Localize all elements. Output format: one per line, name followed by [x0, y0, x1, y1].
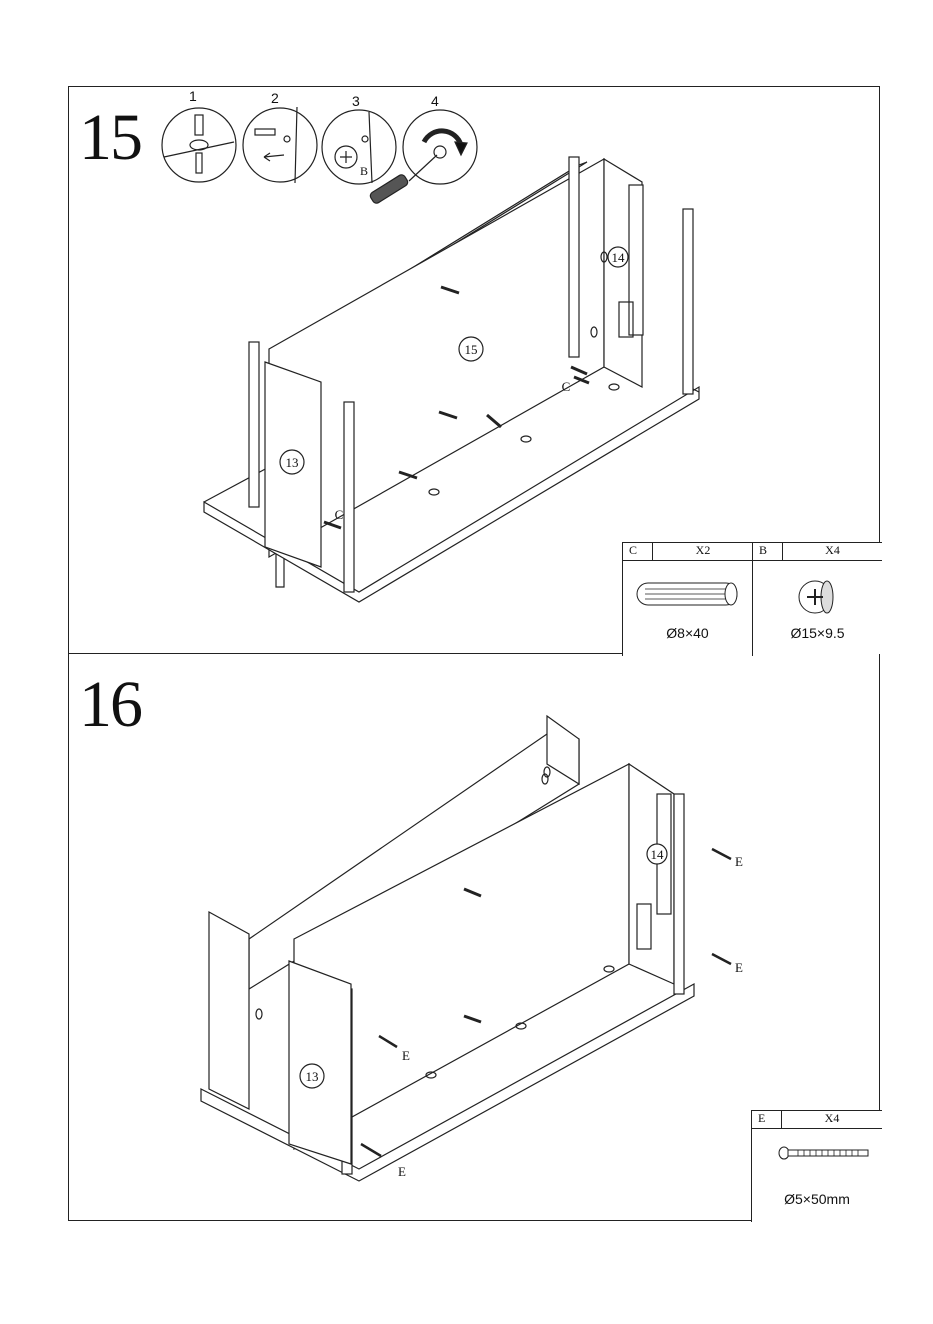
- callout-letter: E: [402, 1048, 410, 1063]
- part-size: Ø5×50mm: [752, 1191, 882, 1207]
- part-size: Ø8×40: [623, 625, 752, 641]
- callout-letter: E: [398, 1164, 406, 1179]
- parts-table: E X4 Ø5×50mm: [751, 1110, 882, 1222]
- callout-letter: C: [562, 379, 571, 394]
- substep-1-circle: [162, 108, 236, 182]
- step-16-panel: 16: [68, 654, 880, 1221]
- substep-4-circle: [403, 110, 477, 184]
- part-cell-e: E X4 Ø5×50mm: [752, 1111, 882, 1222]
- part-cell-b: B X4 Ø15×9.5: [753, 543, 882, 656]
- substep-letter: B: [360, 164, 368, 178]
- part-label: 13: [306, 1069, 319, 1084]
- part-label: 14: [612, 250, 626, 265]
- parts-table: C X2 Ø8×40 B X4 Ø15×9.5: [622, 542, 882, 656]
- wood-dowel-icon: [623, 565, 753, 625]
- callout-letter: E: [735, 960, 743, 975]
- part-cell-c: C X2 Ø8×40: [623, 543, 753, 656]
- part-label: 15: [465, 342, 478, 357]
- step-15-panel: 15 1 2 3 4: [68, 86, 880, 654]
- part-letter: C: [623, 543, 653, 561]
- part-qty: X4: [783, 543, 882, 561]
- cam-lock-icon: [753, 565, 882, 625]
- part-qty: X4: [782, 1111, 882, 1129]
- part-letter: B: [753, 543, 783, 561]
- substep-2-circle: [243, 107, 317, 183]
- bolt-icon: [752, 1133, 882, 1183]
- callout-letter: E: [735, 854, 743, 869]
- callout-letter: C: [335, 507, 344, 522]
- part-size: Ø15×9.5: [753, 625, 882, 641]
- part-label: 13: [286, 455, 299, 470]
- part-qty: X2: [653, 543, 753, 561]
- part-label: 14: [651, 847, 665, 862]
- part-letter: E: [752, 1111, 782, 1129]
